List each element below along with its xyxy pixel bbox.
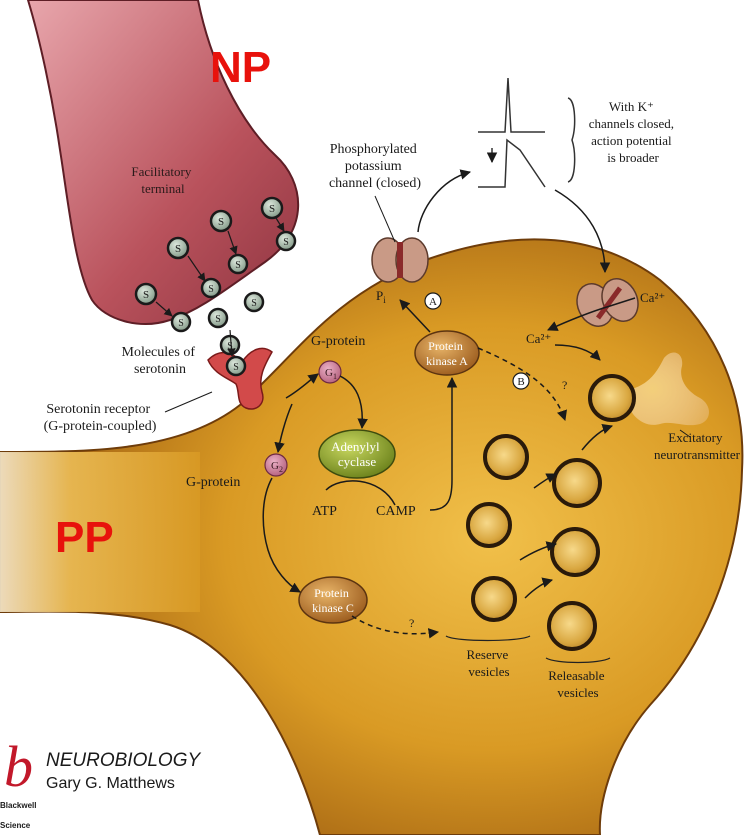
svg-text:S: S <box>233 362 239 373</box>
marker-a: A <box>425 293 441 309</box>
serotonin-receptor-label: Serotonin receptor (G-protein-coupled) <box>44 402 157 434</box>
publisher-branding: b NEUROBIOLOGY Gary G. Matthews Blackwel… <box>0 734 201 830</box>
serotonin-molecule: S <box>221 336 239 354</box>
serotonin-molecule: S <box>245 293 263 311</box>
serotonin-molecule: S <box>202 279 220 297</box>
svg-text:S: S <box>208 284 214 295</box>
action-potential-trace <box>478 78 575 187</box>
atp-label: ATP <box>312 504 337 519</box>
book-title: NEUROBIOLOGY <box>46 750 201 771</box>
serotonin-molecule: S <box>209 309 227 327</box>
svg-text:S: S <box>283 237 289 248</box>
serotonin-molecule: S <box>168 238 188 258</box>
marker-b: B <box>513 373 529 389</box>
g-protein-label-2: G-protein <box>186 475 240 490</box>
svg-text:S: S <box>235 260 241 271</box>
vesicle <box>473 578 515 620</box>
serotonin-molecule: S <box>262 198 282 218</box>
protein-kinase-c <box>299 577 367 623</box>
potassium-channel <box>372 238 428 282</box>
camp-label: CAMP <box>376 504 416 519</box>
svg-text:S: S <box>178 318 184 329</box>
np-label: NP <box>210 43 271 92</box>
svg-text:S: S <box>218 216 224 228</box>
vesicle <box>590 376 634 420</box>
serotonin-molecule: S <box>227 357 245 375</box>
serotonin-molecule: S <box>229 255 247 273</box>
vesicle <box>549 603 595 649</box>
svg-text:S: S <box>175 243 181 255</box>
publisher-name: Blackwell Science <box>0 801 39 830</box>
publisher-logo: b <box>4 734 33 799</box>
svg-text:S: S <box>269 203 275 215</box>
serotonin-molecule: S <box>172 313 190 331</box>
svg-text:S: S <box>143 289 149 301</box>
vesicle <box>552 529 598 575</box>
serotonin-molecule: S <box>136 284 156 304</box>
vesicle <box>468 504 510 546</box>
ca-inside-label: Ca²⁺ <box>526 331 551 346</box>
svg-text:A: A <box>429 296 437 308</box>
with-k-channels-label: With K⁺ channels closed, action potentia… <box>589 99 677 165</box>
adenylyl-cyclase-label: Adenylyl cyclase <box>331 439 383 469</box>
book-author: Gary G. Matthews <box>46 775 175 792</box>
svg-text:S: S <box>215 314 221 325</box>
svg-text:B: B <box>517 376 524 388</box>
pp-label: PP <box>55 513 114 562</box>
vesicle <box>554 460 600 506</box>
protein-kinase-a-label: Protein kinase A <box>426 339 468 368</box>
channel-callout-line <box>375 196 395 242</box>
svg-text:S: S <box>251 298 257 309</box>
g-protein-label-1: G-protein <box>311 334 365 349</box>
serotonin-molecule: S <box>277 232 295 250</box>
ca-outside-label: Ca²⁺ <box>640 290 665 305</box>
protein-kinase-a <box>415 331 479 375</box>
receptor-callout-line <box>165 392 212 412</box>
serotonin-molecule: S <box>211 211 231 231</box>
question-mark-c: ? <box>409 616 414 630</box>
vesicle <box>485 436 527 478</box>
protein-kinase-c-label: Protein kinase C <box>312 586 354 615</box>
molecules-of-serotonin-label: Molecules of serotonin <box>122 345 199 377</box>
question-mark-b: ? <box>562 378 567 392</box>
phosphorylated-channel-label: Phosphorylated potassium channel (closed… <box>329 142 421 191</box>
